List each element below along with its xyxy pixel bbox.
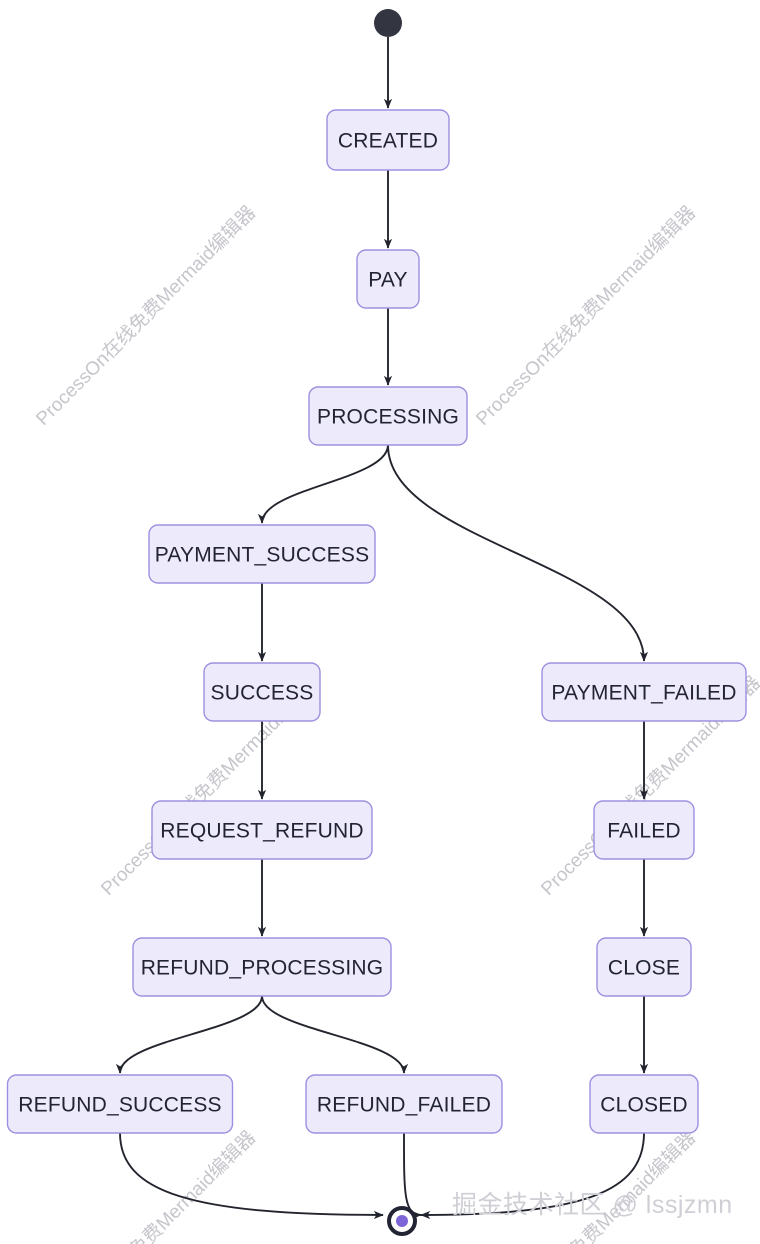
- end-state-inner-dot-icon: [396, 1215, 408, 1227]
- transition-processing-to-payment_success: [257, 444, 389, 524]
- edge-layer: [115, 37, 649, 1220]
- state-box: [305, 1074, 503, 1134]
- state-node-refund_processing[interactable]: REFUND_PROCESSING: [132, 937, 392, 997]
- state-node-request_refund[interactable]: REQUEST_REFUND: [151, 800, 373, 860]
- state-box: [6, 1074, 234, 1134]
- watermark-label: ProcessOn在线免费Mermaid编辑器: [472, 202, 700, 430]
- state-label: REFUND_FAILED: [317, 1094, 491, 1117]
- state-box: [356, 249, 420, 309]
- state-label: CLOSE: [608, 957, 680, 980]
- state-box: [596, 937, 692, 997]
- state-box: [593, 800, 695, 860]
- state-node-refund_failed[interactable]: REFUND_FAILED: [305, 1074, 503, 1134]
- state-node-refund_success[interactable]: REFUND_SUCCESS: [6, 1074, 234, 1134]
- start-state-icon: [374, 9, 402, 37]
- state-label: SUCCESS: [211, 682, 314, 705]
- state-node-end[interactable]: [387, 1206, 417, 1236]
- state-label: REQUEST_REFUND: [160, 820, 364, 843]
- state-label: REFUND_SUCCESS: [18, 1094, 222, 1117]
- node-layer: CREATED PAY PROCESSING PAYMENT_SUCCESS PAYME…: [6, 9, 747, 1236]
- state-box: [132, 937, 392, 997]
- state-node-failed[interactable]: FAILED: [593, 800, 695, 860]
- state-box: [589, 1074, 699, 1134]
- state-node-closed[interactable]: CLOSED: [589, 1074, 699, 1134]
- transition-refund_processing-to-refund_success: [115, 995, 263, 1074]
- transition-processing-to-payment_failed: [387, 444, 649, 662]
- state-node-created[interactable]: CREATED: [326, 109, 450, 171]
- transition-refund_failed-to-end: [403, 1132, 422, 1220]
- watermark-label: ProcessOn在线免费Mermaid编辑器: [32, 202, 260, 430]
- state-box: [326, 109, 450, 171]
- state-box: [541, 662, 747, 722]
- state-node-payment_failed[interactable]: PAYMENT_FAILED: [541, 662, 747, 722]
- state-node-start[interactable]: [374, 9, 402, 37]
- transition-refund_success-to-end: [119, 1132, 384, 1220]
- transition-closed-to-end: [420, 1132, 645, 1220]
- state-node-close[interactable]: CLOSE: [596, 937, 692, 997]
- state-label: PAYMENT_FAILED: [551, 682, 736, 705]
- state-label: PROCESSING: [317, 406, 459, 429]
- watermark-label: ProcessOn在线免费Mermaid编辑器: [32, 1127, 260, 1244]
- state-box: [151, 800, 373, 860]
- state-label: CREATED: [338, 130, 438, 153]
- state-box: [308, 386, 468, 446]
- state-label: FAILED: [607, 820, 681, 843]
- state-label: REFUND_PROCESSING: [141, 957, 384, 980]
- state-box: [203, 662, 321, 722]
- state-box: [148, 524, 376, 584]
- state-node-processing[interactable]: PROCESSING: [308, 386, 468, 446]
- state-node-success[interactable]: SUCCESS: [203, 662, 321, 722]
- state-label: CLOSED: [600, 1094, 688, 1117]
- credit-watermark: 掘金技术社区 @ lssjzmn: [452, 1191, 733, 1219]
- transition-refund_processing-to-refund_failed: [261, 995, 409, 1074]
- state-node-payment_success[interactable]: PAYMENT_SUCCESS: [148, 524, 376, 584]
- state-node-pay[interactable]: PAY: [356, 249, 420, 309]
- state-label: PAY: [368, 269, 408, 292]
- state-label: PAYMENT_SUCCESS: [155, 544, 370, 567]
